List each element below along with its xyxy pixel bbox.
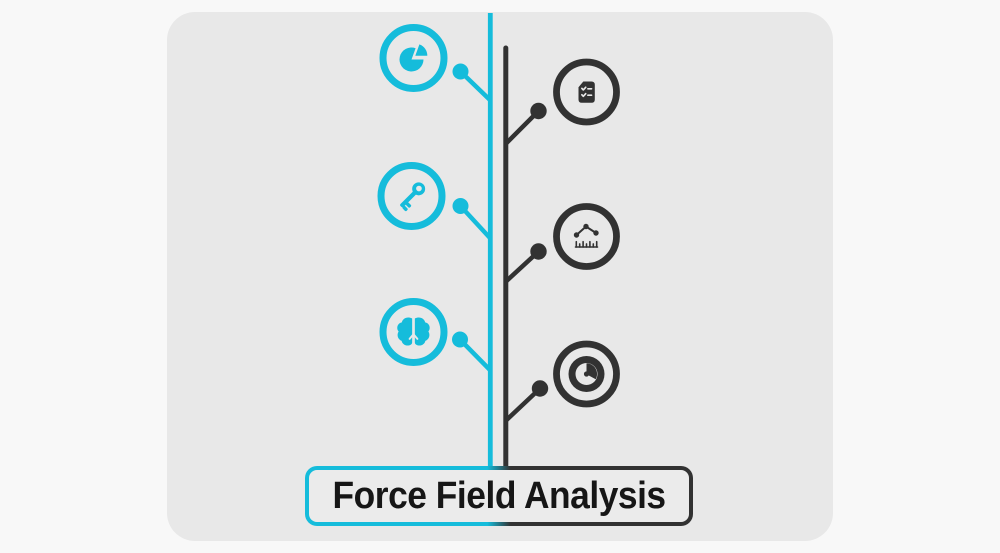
connector-dot — [452, 198, 469, 214]
connector-dot — [452, 63, 469, 80]
node-ring — [379, 298, 448, 366]
branch-right-1 — [504, 58, 620, 145]
branch-left-3 — [379, 298, 492, 372]
title-node-fill: Force Field Analysis — [309, 470, 689, 522]
connector-dot — [530, 102, 547, 120]
checklist-document-icon — [578, 81, 595, 103]
canvas-panel — [167, 12, 833, 541]
connector-dot — [452, 331, 468, 348]
graph-ruler-icon — [573, 223, 599, 248]
node-ring — [553, 203, 620, 270]
branch-right-3 — [504, 340, 620, 422]
connector-dot — [531, 380, 549, 397]
title-node: Force Field Analysis — [305, 466, 693, 526]
branch-left-2 — [377, 162, 492, 240]
branch-left-1 — [379, 24, 492, 102]
pie-chart-icon — [399, 44, 428, 72]
node-ring — [379, 24, 448, 92]
page-title: Force Field Analysis — [332, 474, 666, 517]
clock-icon — [568, 356, 605, 392]
branch-right-2 — [504, 203, 620, 283]
connector-dot — [530, 243, 547, 260]
brain-icon — [397, 317, 430, 346]
key-icon — [400, 182, 426, 212]
